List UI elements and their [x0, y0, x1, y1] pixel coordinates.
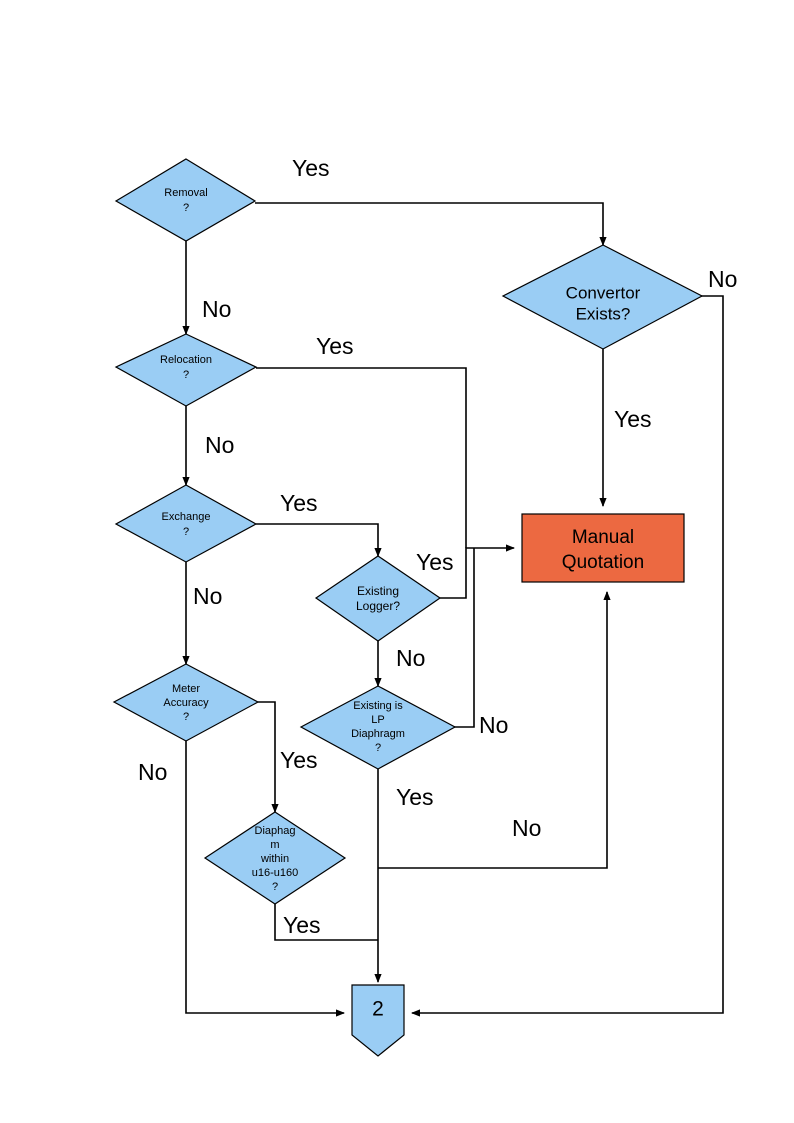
edge-label-relocation-no: No	[205, 432, 234, 458]
convertor-exists-diamond-shape[interactable]	[501, 244, 704, 350]
node-exchange[interactable]: Exchange ?	[114, 484, 258, 563]
node-convertor-exists[interactable]: Convertor Exists?	[501, 244, 704, 350]
connector-2-shape[interactable]	[351, 984, 405, 1057]
exchange-diamond-shape[interactable]	[114, 484, 258, 563]
edge-label-existing-logger-yes: Yes	[416, 549, 454, 575]
relocation-label-line1: Relocation	[160, 354, 212, 366]
exchange-label-line2: ?	[183, 526, 189, 538]
diaphagm-label-line4: u16-u160	[252, 867, 299, 879]
meter-accuracy-diamond-shape[interactable]	[112, 663, 260, 742]
diaphagm-within-diamond-shape[interactable]	[203, 811, 347, 905]
node-meter-accuracy[interactable]: Meter Accuracy ?	[112, 663, 260, 742]
edge-diaphagm-yes	[274, 903, 378, 941]
removal-diamond-shape[interactable]	[114, 158, 257, 242]
edge-exchange-yes	[256, 523, 382, 557]
edge-label-bottom-no: No	[512, 815, 541, 841]
manual-quotation-label-line2: Quotation	[562, 552, 644, 573]
meter-accuracy-label-line3: ?	[183, 711, 189, 723]
edge-existing-lp-no	[454, 548, 475, 728]
relocation-label-line2: ?	[183, 369, 189, 381]
edge-convertor-no	[411, 295, 724, 1017]
convertor-exists-label-line2: Exists?	[576, 304, 631, 323]
existing-lp-label-line2: LP	[371, 714, 384, 726]
existing-lp-diaphragm-diamond-shape[interactable]	[299, 685, 457, 770]
edge-meter-accuracy-yes	[258, 701, 279, 813]
edge-label-exchange-no: No	[193, 583, 222, 609]
diaphagm-label-line2: m	[270, 839, 279, 851]
existing-logger-diamond-shape[interactable]	[314, 555, 442, 642]
node-diaphagm-within[interactable]: Diaphag m within u16-u160 ?	[203, 811, 347, 905]
edge-bottom-no	[378, 591, 611, 869]
node-existing-logger[interactable]: Existing Logger?	[314, 555, 442, 642]
removal-label-line2: ?	[183, 202, 189, 214]
existing-logger-label-line1: Existing	[357, 584, 399, 598]
node-connector-2[interactable]: 2	[351, 984, 405, 1057]
edge-label-group: Yes No Yes No Yes No No Yes Yes No Yes N…	[138, 155, 737, 938]
exchange-label-line1: Exchange	[162, 511, 211, 523]
edge-group	[182, 202, 724, 1017]
edge-label-existing-lp-no: No	[479, 712, 508, 738]
diaphagm-label-line1: Diaphag	[255, 825, 296, 837]
manual-quotation-box-shape[interactable]	[521, 513, 685, 583]
edge-relocation-yes	[256, 367, 467, 548]
edge-label-existing-lp-yes: Yes	[396, 784, 434, 810]
relocation-diamond-shape[interactable]	[114, 333, 258, 407]
convertor-exists-label-line1: Convertor	[566, 283, 641, 302]
edge-label-removal-no: No	[202, 296, 231, 322]
edge-meter-accuracy-no	[185, 740, 345, 1017]
node-existing-lp-diaphragm[interactable]: Existing is LP Diaphragm ?	[299, 685, 457, 770]
node-removal[interactable]: Removal ?	[114, 158, 257, 242]
edge-label-meter-accuracy-yes: Yes	[280, 747, 318, 773]
edge-label-exchange-yes: Yes	[280, 490, 318, 516]
diaphagm-label-line5: ?	[272, 881, 278, 893]
edge-removal-yes	[255, 202, 607, 246]
diaphagm-label-line3: within	[260, 853, 289, 865]
edge-label-removal-yes: Yes	[292, 155, 330, 181]
edge-label-convertor-no: No	[708, 266, 737, 292]
node-group: Removal ? Relocation ? Exchange ? Meter …	[112, 158, 704, 1057]
connector-2-label: 2	[372, 998, 384, 1021]
edge-label-relocation-yes: Yes	[316, 333, 354, 359]
existing-logger-label-line2: Logger?	[356, 599, 400, 613]
existing-lp-label-line1: Existing is	[353, 700, 403, 712]
removal-label-line1: Removal	[164, 187, 207, 199]
edge-label-convertor-yes: Yes	[614, 406, 652, 432]
existing-lp-label-line4: ?	[375, 742, 381, 754]
node-manual-quotation[interactable]: Manual Quotation	[521, 513, 685, 583]
manual-quotation-label-line1: Manual	[572, 527, 634, 548]
existing-lp-label-line3: Diaphragm	[351, 728, 405, 740]
node-relocation[interactable]: Relocation ?	[114, 333, 258, 407]
edge-existing-logger-yes	[440, 544, 515, 599]
meter-accuracy-label-line2: Accuracy	[163, 697, 209, 709]
edge-label-diaphagm-yes: Yes	[283, 912, 321, 938]
meter-accuracy-label-line1: Meter	[172, 683, 200, 695]
edge-label-meter-accuracy-no: No	[138, 759, 167, 785]
edge-label-existing-logger-no: No	[396, 645, 425, 671]
